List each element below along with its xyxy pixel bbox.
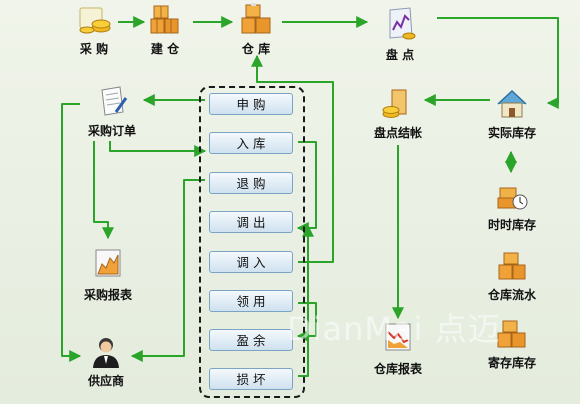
arrow-damage-return [298, 224, 314, 377]
purchase-report-label: 采购报表 [83, 288, 132, 302]
supplier-node[interactable]: 供应商 [74, 334, 138, 398]
requisition-button[interactable]: 领 用 [209, 290, 293, 312]
realtime-stock-node[interactable]: 时时库存 [480, 178, 544, 242]
watermark: DianMai 点迈 [287, 310, 501, 348]
supplier-label: 供应商 [87, 374, 124, 388]
surplus-button[interactable]: 盈 余 [209, 329, 293, 351]
actual-stock-label: 实际库存 [487, 126, 536, 140]
check-settlement-label: 盘点结帐 [373, 126, 422, 140]
warehouse-label: 仓 库 [241, 42, 271, 56]
boxes-icon [241, 3, 271, 34]
purchase-order-label: 采购订单 [87, 124, 136, 138]
build-warehouse-node[interactable]: 建 仓 [133, 2, 197, 66]
consignment-stock-label: 寄存库存 [487, 356, 536, 370]
document-pen-icon [101, 86, 128, 116]
inventory-check-node[interactable]: 盘 点 [368, 6, 432, 70]
arrow-order-to-report [93, 141, 114, 240]
realtime-stock-label: 时时库存 [487, 218, 536, 232]
purchase-label: 采 购 [79, 42, 109, 56]
coins-box-icon [382, 89, 407, 118]
gold-coins-icon [79, 7, 111, 34]
person-icon [93, 338, 119, 368]
boxes-icon [498, 252, 526, 280]
inventory-check-label: 盘 点 [385, 48, 415, 62]
arrow-order-to-supplier [61, 103, 82, 362]
request-purchase-button[interactable]: 申 购 [209, 93, 293, 115]
check-settlement-node[interactable]: 盘点结帐 [366, 86, 430, 150]
transfer-out-button[interactable]: 调 出 [209, 211, 293, 233]
house-icon [497, 89, 527, 118]
purchase-node[interactable]: 采 购 [62, 2, 126, 66]
arrow-transfer-in-to-warehouse [251, 54, 334, 263]
warehouse-report-label: 仓库报表 [373, 362, 422, 376]
consignment-stock-node[interactable]: 寄存库存 [480, 316, 544, 380]
stock-flow-node[interactable]: 仓库流水 [480, 248, 544, 312]
stock-flow-label: 仓库流水 [487, 288, 536, 302]
warehouse-node[interactable]: 仓 库 [224, 2, 288, 66]
purchase-order-node[interactable]: 采购订单 [80, 84, 144, 148]
arrow-check-to-actual-stock [437, 17, 559, 109]
damage-button[interactable]: 损 坏 [209, 368, 293, 390]
boxes-icon [150, 5, 179, 34]
chart-report-icon [389, 7, 416, 40]
operations-group [199, 86, 305, 398]
boxes-icon [497, 320, 526, 348]
arrow-return-to-supplier [130, 179, 205, 362]
purchase-report-node[interactable]: 采购报表 [76, 246, 140, 310]
transfer-in-button[interactable]: 调 入 [209, 251, 293, 273]
clock-icon [497, 187, 528, 210]
stock-in-button[interactable]: 入 库 [209, 132, 293, 154]
chart-report-icon [385, 323, 411, 351]
arrow-order-to-stockin [109, 141, 207, 157]
warehouse-report-node[interactable]: 仓库报表 [366, 320, 430, 384]
chart-report-icon [95, 249, 121, 277]
build-warehouse-label: 建 仓 [150, 42, 180, 56]
actual-stock-node[interactable]: 实际库存 [480, 86, 544, 150]
purchase-return-button[interactable]: 退 购 [209, 172, 293, 194]
